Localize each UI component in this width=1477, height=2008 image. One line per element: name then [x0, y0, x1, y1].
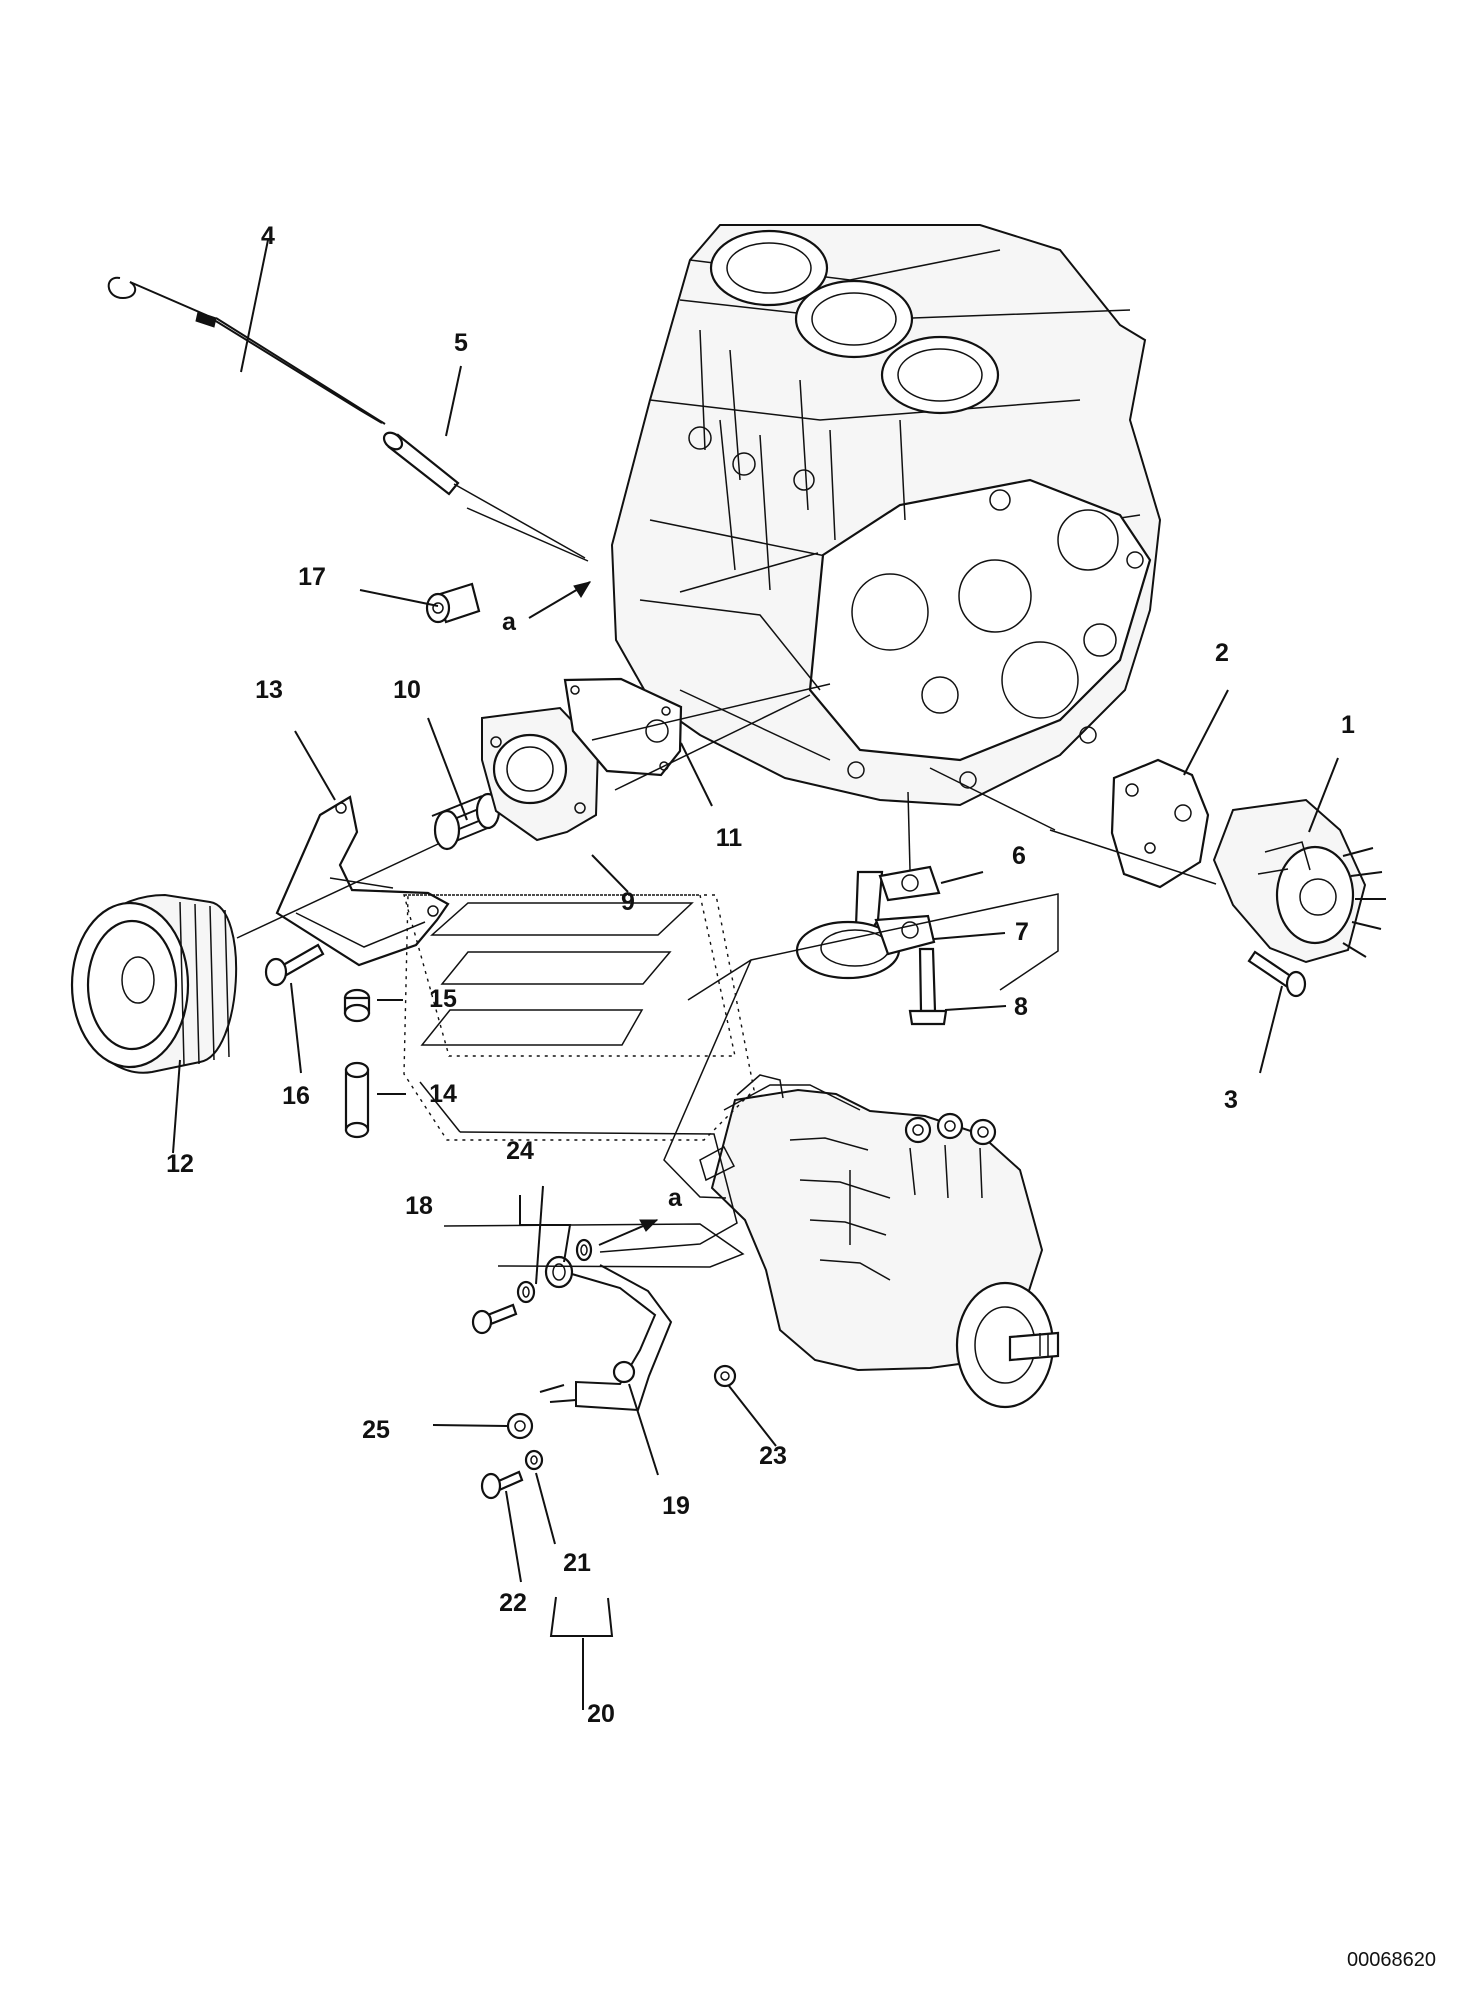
dipstick: [107, 276, 386, 425]
callout-18: 18: [405, 1192, 433, 1220]
bolt-22: [480, 1470, 524, 1500]
filter-bracket: [275, 795, 450, 967]
callout-5: 5: [454, 329, 468, 357]
drawing-reference-code: 00068620: [1347, 1949, 1436, 1971]
nut-25: [506, 1412, 534, 1440]
oil-strainer: [795, 870, 936, 980]
callout-12: 12: [166, 1150, 194, 1178]
callout-16: 16: [282, 1082, 310, 1110]
fuel-pipe-assembly: [539, 1264, 673, 1412]
callout-20: 20: [587, 1700, 615, 1728]
oil-gauge-guide-tube: [382, 431, 460, 496]
engine-block: [610, 224, 1162, 807]
callout-9: 9: [621, 888, 635, 916]
callout-24: 24: [506, 1137, 534, 1165]
oil-pipe: [344, 1061, 370, 1139]
washer-21: [524, 1449, 544, 1471]
callout-1: 1: [1341, 711, 1355, 739]
arrow-a-upper: [528, 581, 592, 619]
arrow-label-a-upper: a: [502, 608, 517, 636]
callout-7: 7: [1015, 918, 1029, 946]
callout-labels: 4 5 17 2 1 13 10 11 9 6 7 8 3 15 16 14 1…: [166, 222, 1436, 1971]
callout-11: 11: [716, 824, 743, 852]
mounting-bolt: [264, 943, 325, 987]
arrow-label-a-lower: a: [668, 1184, 683, 1212]
callout-13: 13: [255, 676, 283, 704]
callout-23: 23: [759, 1442, 787, 1470]
stud-bolt: [908, 947, 948, 1026]
connection-lines: [236, 483, 1217, 939]
callout-10: 10: [393, 676, 421, 704]
callout-2: 2: [1215, 639, 1229, 667]
arrow-a-lower: [598, 1219, 659, 1246]
bolt-18: [471, 1303, 518, 1335]
pump-bolt: [1247, 950, 1307, 998]
callout-17: 17: [298, 563, 326, 591]
oil-filter: [70, 893, 238, 1074]
oil-pressure-switch: [425, 582, 481, 624]
oil-pump-gasket: [1110, 758, 1210, 889]
callout-15: 15: [429, 985, 457, 1013]
callout-4: 4: [261, 222, 275, 250]
callout-25: 25: [362, 1416, 390, 1444]
strainer-gasket: [878, 865, 941, 902]
callout-22: 22: [499, 1589, 527, 1617]
washer-24a: [516, 1280, 536, 1304]
oil-filter-housing: [481, 706, 600, 842]
oil-pump: [1212, 798, 1386, 964]
washer-24b: [575, 1238, 593, 1262]
callout-21: 21: [563, 1549, 591, 1577]
nut-23: [713, 1364, 737, 1388]
callout-8: 8: [1014, 993, 1028, 1021]
callout-6: 6: [1012, 842, 1026, 870]
fuel-injection-pump: [699, 1074, 1060, 1409]
callout-19: 19: [662, 1492, 690, 1520]
banjo-fitting: [544, 1255, 574, 1289]
relief-spring: [431, 792, 501, 851]
pipe-fitting: [343, 988, 371, 1023]
callout-3: 3: [1224, 1086, 1238, 1114]
leader-lines: [172, 239, 1339, 1710]
phantom-outline: [403, 893, 1059, 1268]
callout-14: 14: [429, 1080, 457, 1108]
